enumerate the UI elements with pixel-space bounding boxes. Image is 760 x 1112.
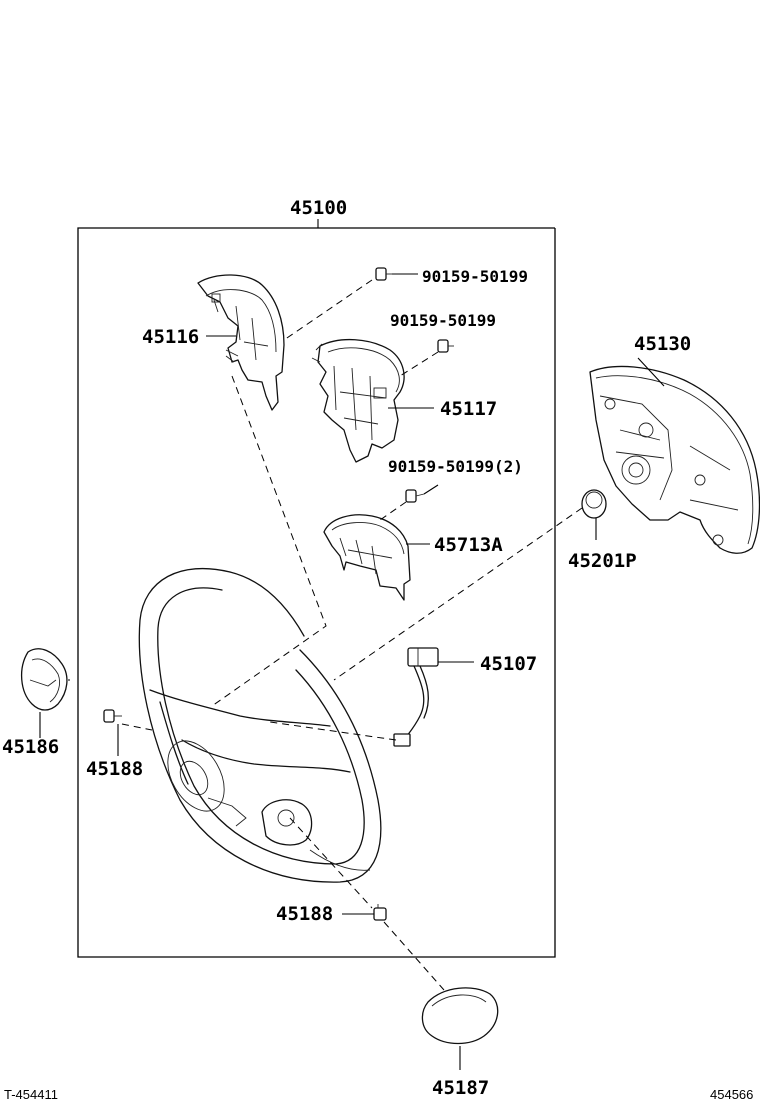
label-45116: 45116	[142, 326, 199, 348]
label-45201P: 45201P	[568, 550, 637, 572]
part-45117-cover[interactable]	[311, 338, 405, 463]
assembly-frame	[77, 219, 556, 958]
label-45186: 45186	[2, 736, 59, 758]
label-45107: 45107	[480, 653, 537, 675]
label-90159-top: 90159-50199	[422, 267, 528, 286]
screw-45188-bottom[interactable]	[342, 904, 387, 921]
part-45116-cover[interactable]	[197, 274, 285, 411]
footer-left-ref: T-454411	[4, 1087, 58, 1102]
label-45117: 45117	[440, 398, 497, 420]
part-45187-cover[interactable]	[421, 987, 499, 1070]
footer-right-ref: 454566	[710, 1087, 753, 1102]
part-45130-airbag[interactable]	[589, 357, 760, 554]
label-45100: 45100	[290, 197, 347, 219]
part-45186-cover[interactable]	[21, 648, 68, 738]
label-45188-bottom: 45188	[276, 903, 333, 925]
label-45187: 45187	[432, 1077, 489, 1099]
label-45188-left: 45188	[86, 758, 143, 780]
bolt-90159-mid[interactable]	[437, 339, 454, 353]
part-45713A-cover[interactable]	[323, 514, 411, 601]
label-45713A: 45713A	[434, 534, 503, 556]
screw-45188-left[interactable]	[103, 709, 122, 756]
bolt-90159-qty2[interactable]	[405, 484, 439, 503]
part-45107-harness[interactable]	[393, 647, 474, 747]
label-90159-qty2: 90159-50199(2)	[388, 457, 523, 476]
label-45130: 45130	[634, 333, 691, 355]
part-45201P[interactable]	[581, 489, 607, 540]
leader-lines	[206, 335, 434, 545]
label-90159-mid: 90159-50199	[390, 311, 496, 330]
assembly-guide-lines	[68, 279, 583, 991]
part-steering-wheel[interactable]	[138, 567, 382, 883]
bolt-90159-top[interactable]	[375, 267, 418, 281]
